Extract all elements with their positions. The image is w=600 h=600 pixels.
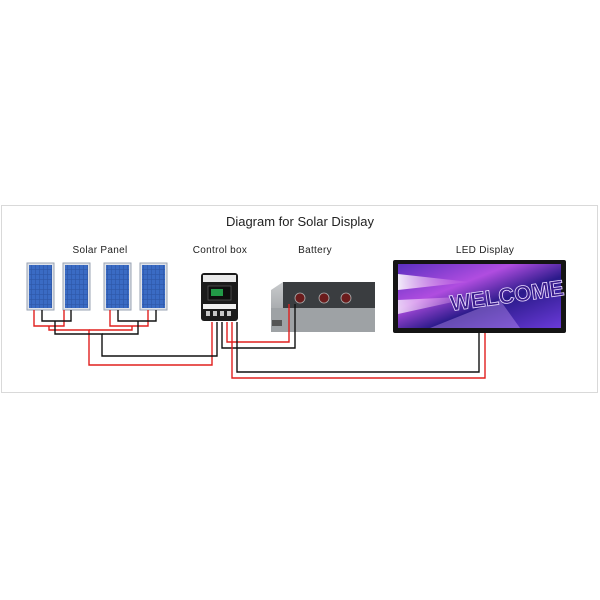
solar-panel-icon [103,262,132,311]
led-display-label: LED Display [455,245,515,256]
diagram-title: Diagram for Solar Display [225,214,375,229]
solar-panel-icon [26,262,55,311]
battery-wiring [221,304,296,349]
solar-panel-icon [62,262,91,311]
solar-panel-icon [139,262,168,311]
panel-wiring [33,310,218,366]
charge-controller-icon [201,273,238,321]
led-wiring [231,322,486,379]
control-box-label: Control box [192,245,248,256]
battery-box-icon [271,282,375,332]
battery-label: Battery [298,245,332,256]
led-screen-icon: WELCOME [393,260,566,333]
solar-panel-label: Solar Panel [72,245,128,256]
